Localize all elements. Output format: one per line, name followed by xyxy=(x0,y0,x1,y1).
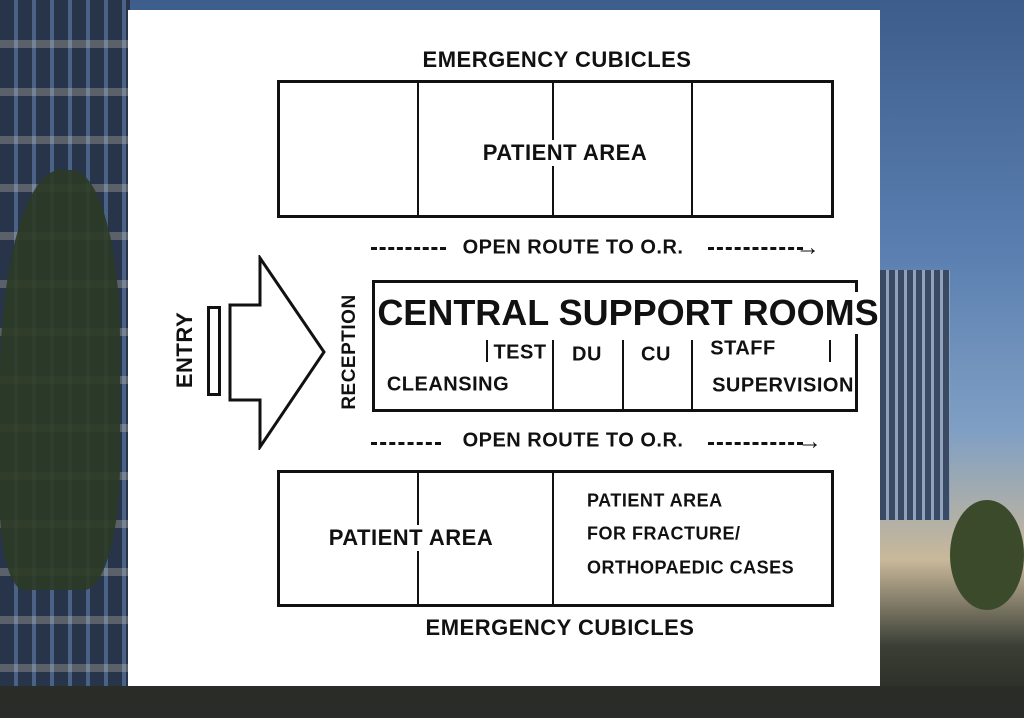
entry-arrow-icon xyxy=(228,255,326,450)
room-staff: STAFF xyxy=(710,337,776,360)
top-cubicles-box xyxy=(277,80,834,218)
divider xyxy=(417,82,419,216)
room-cu: CU xyxy=(641,343,671,366)
central-support-box xyxy=(372,280,858,412)
divider xyxy=(552,472,554,605)
route-dash xyxy=(708,442,803,448)
divider xyxy=(691,82,693,216)
floor-plan-diagram: EMERGENCY CUBICLES PATIENT AREA OPEN ROU… xyxy=(128,10,880,686)
divider xyxy=(486,340,488,362)
room-supervision: SUPERVISION xyxy=(712,374,854,397)
reception-label: RECEPTION xyxy=(339,294,360,410)
fracture-area-line3: ORTHOPAEDIC CASES xyxy=(587,557,795,578)
room-test: TEST xyxy=(493,341,547,364)
arrow-right-icon: → xyxy=(797,428,823,455)
bottom-cubicles-box xyxy=(277,470,834,607)
background-tree xyxy=(0,170,120,590)
divider xyxy=(622,340,624,410)
route-dash xyxy=(708,247,803,253)
route-dash xyxy=(371,442,441,448)
arrow-right-icon: → xyxy=(795,234,821,261)
top-patient-area-label: PATIENT AREA xyxy=(482,140,648,166)
route-bottom-label: OPEN ROUTE TO O.R. xyxy=(462,429,684,453)
central-support-title: CENTRAL SUPPORT ROOMS xyxy=(377,292,879,334)
background-tree-right xyxy=(950,500,1024,610)
entry-label: ENTRY xyxy=(172,311,197,389)
route-top-label: OPEN ROUTE TO O.R. xyxy=(462,236,684,260)
background-ground xyxy=(0,686,1024,718)
bottom-patient-area-label: PATIENT AREA xyxy=(328,525,494,551)
divider xyxy=(552,340,554,410)
divider xyxy=(829,340,831,362)
top-emergency-cubicles-label: EMERGENCY CUBICLES xyxy=(422,47,692,72)
fracture-area-line1: PATIENT AREA xyxy=(587,490,723,511)
fracture-area-line2: FOR FRACTURE/ xyxy=(587,523,741,544)
divider xyxy=(691,340,693,410)
background-building-right xyxy=(880,270,950,520)
route-dash xyxy=(371,247,446,253)
room-du: DU xyxy=(572,343,602,366)
room-cleansing: CLEANSING xyxy=(386,373,510,396)
entry-door xyxy=(207,306,221,396)
bottom-emergency-cubicles-label: EMERGENCY CUBICLES xyxy=(425,615,695,640)
